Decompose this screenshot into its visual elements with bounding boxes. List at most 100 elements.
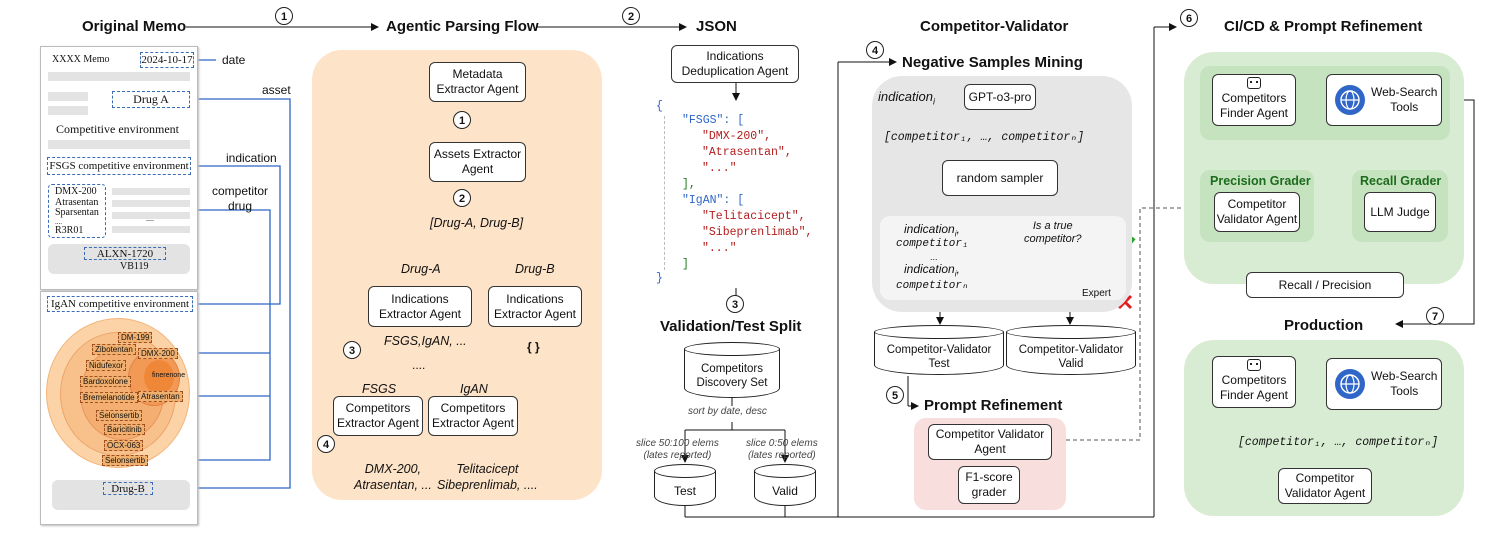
- json-igan-item: "Sibeprenlimab",: [702, 226, 813, 239]
- json-fsgs-item: "DMX-200",: [702, 130, 772, 143]
- slice-valid-label: slice 0:50 elems(lates reported): [746, 438, 818, 461]
- step-2-badge: 2: [622, 7, 640, 25]
- json-fsgs-key: "FSGS": [: [682, 114, 745, 127]
- step-1-badge: 1: [275, 7, 293, 25]
- step-2-parsing-badge: 2: [453, 189, 471, 207]
- circle-label: Atrasentan: [138, 391, 183, 402]
- indication-label: indication: [226, 151, 277, 165]
- json-open: {: [656, 100, 663, 113]
- test-set[interactable]: Test: [654, 464, 716, 506]
- prod-competitor-list: [competitor₁, …, competitorₙ]: [1238, 436, 1439, 449]
- memo-line: [112, 226, 190, 233]
- memo-connectors: [136, 59, 291, 489]
- memo-dots: ....: [146, 214, 154, 223]
- memo-header: XXXX Memo: [52, 54, 110, 65]
- recall-grader-title: Recall Grader: [1360, 174, 1442, 188]
- memo-line: [48, 140, 190, 149]
- asset-label: asset: [262, 83, 291, 97]
- ellipsis: ....: [412, 358, 426, 372]
- memo-line: [112, 188, 190, 195]
- drug-a-label: Drug-A: [401, 262, 441, 276]
- valid-label: Valid: [772, 484, 798, 498]
- result-1: DMX-200,Atrasentan, ...: [354, 462, 432, 492]
- memo-drug-item: ....: [55, 217, 62, 226]
- recall-precision[interactable]: Recall / Precision: [1246, 272, 1404, 298]
- globe-icon: [1335, 369, 1365, 399]
- json-close: }: [656, 272, 663, 285]
- circle-label: Selonsertib: [102, 455, 149, 466]
- json-guide: [664, 116, 666, 270]
- step-3-parsing-badge: 3: [343, 341, 361, 359]
- negative-mining-title: Negative Samples Mining: [902, 54, 1083, 71]
- memo-drug-item: Sparsentan: [55, 207, 99, 218]
- memo-gray-block-2: [52, 480, 190, 510]
- mining-competitor-list: [competitor₁, …, competitorₙ]: [884, 131, 1085, 144]
- valid-set[interactable]: Valid: [754, 464, 816, 506]
- indication-n: indicationi,: [904, 262, 960, 279]
- production-title: Production: [1284, 317, 1364, 334]
- circle-label: finerenone: [152, 372, 186, 379]
- circle-label: DM-199: [118, 332, 153, 343]
- memo-drug-item: R3R01: [55, 224, 84, 236]
- memo-drug-list: DMX-200 Atrasentan Sparsentan .... R3R01: [48, 184, 106, 238]
- validation-split-title: Validation/Test Split: [660, 318, 802, 335]
- memo-line: [112, 200, 190, 207]
- llm-judge[interactable]: LLM Judge: [1364, 192, 1436, 232]
- memo-competitive-env: Competitive environment: [56, 122, 179, 136]
- memo-line: [48, 92, 88, 101]
- globe-icon: [1335, 85, 1365, 115]
- test-label: Test: [673, 484, 696, 498]
- random-sampler[interactable]: random sampler: [942, 160, 1058, 196]
- circle-label: Selonsertib: [96, 410, 143, 421]
- memo-date: 2024-10-17: [140, 52, 194, 68]
- gpt-o3-pro[interactable]: GPT-o3-pro: [964, 84, 1036, 110]
- json-fsgs-item: "Atrasentan",: [702, 146, 792, 159]
- step-6-badge: 6: [1180, 9, 1198, 27]
- indications-list: FSGS,IgAN, ...: [384, 334, 467, 348]
- orange-ring-center: [144, 360, 174, 394]
- circle-label: Baricitinib: [104, 424, 145, 435]
- circle-label: Bremelanotide: [80, 392, 138, 403]
- json-code-block: { "FSGS": [ "DMX-200", "Atrasentan", "..…: [654, 100, 824, 288]
- memo-drug-b: Drug-B: [103, 482, 153, 495]
- slice-test-label: slice 50:100 elems(lates reported): [636, 438, 719, 461]
- circle-label: Nidufexor: [86, 360, 127, 371]
- sort-label: sort by date, desc: [688, 406, 767, 417]
- memo-drug-a: Drug A: [112, 91, 190, 108]
- mining-inner-panel: [880, 216, 1126, 300]
- json-igan-item: "Telitacicept",: [702, 210, 806, 223]
- memo-fsgs-env: FSGS competitive environment: [47, 157, 191, 175]
- memo-vb: VB119: [120, 261, 149, 272]
- memo-line: [48, 72, 190, 81]
- json-igan-item: "...": [702, 242, 737, 255]
- mining-dots: ...: [930, 252, 938, 262]
- date-label: date: [222, 53, 246, 67]
- expert-label: Expert: [1082, 288, 1111, 299]
- step-3-json-badge: 3: [726, 295, 744, 313]
- prompt-refinement-title: Prompt Refinement: [924, 397, 1063, 414]
